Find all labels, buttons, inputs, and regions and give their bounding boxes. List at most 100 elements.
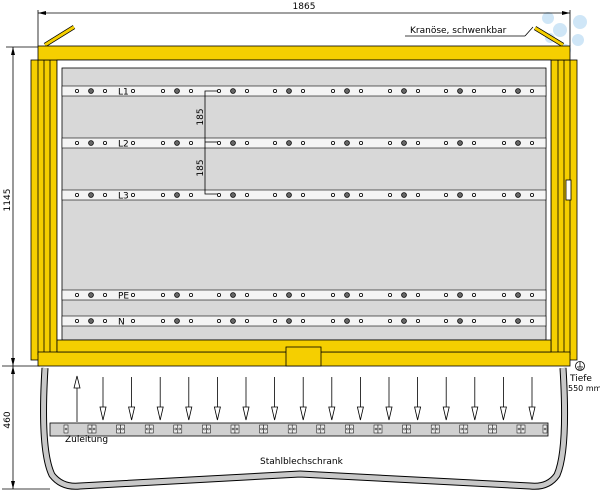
terminal — [177, 424, 183, 434]
mounting-hole — [387, 192, 392, 197]
mounting-hole — [501, 292, 506, 297]
mounting-hole — [330, 292, 335, 297]
mounting-hole — [160, 292, 165, 297]
mounting-hole — [286, 192, 292, 198]
mounting-hole — [401, 140, 407, 146]
rail-l2: L2 — [61, 137, 547, 150]
mounting-hole — [515, 192, 521, 198]
mounting-hole — [387, 318, 392, 323]
mounting-hole — [530, 318, 535, 323]
mounting-hole — [443, 89, 448, 94]
terminal — [434, 424, 440, 434]
terminal — [373, 424, 379, 434]
mounting-hole — [457, 192, 463, 198]
mounting-hole — [216, 192, 221, 197]
depth-value: 550 mm — [568, 384, 600, 393]
rail-n: N — [61, 315, 547, 328]
depth-label: Tiefe — [569, 374, 592, 384]
mounting-hole — [130, 318, 135, 323]
mounting-hole — [188, 192, 193, 197]
terminal — [520, 424, 526, 434]
mounting-hole — [244, 140, 249, 145]
mounting-hole — [75, 192, 80, 197]
mounting-hole — [174, 88, 180, 94]
mounting-hole — [88, 292, 94, 298]
terminal — [116, 424, 121, 434]
mounting-hole — [230, 88, 236, 94]
outgoing-arrow-icon — [185, 377, 193, 421]
mounting-hole — [88, 192, 94, 198]
mounting-hole — [443, 292, 448, 297]
mounting-hole — [501, 192, 506, 197]
mounting-hole — [515, 88, 521, 94]
terminal — [402, 424, 407, 434]
mounting-hole — [272, 192, 277, 197]
mounting-hole — [358, 192, 363, 197]
terminal — [120, 424, 125, 434]
terminal — [345, 424, 350, 434]
mounting-hole — [515, 292, 521, 298]
rail-l3: L3 — [61, 189, 547, 202]
rail-label: PE — [118, 292, 129, 302]
mounting-hole — [358, 292, 363, 297]
mounting-hole — [501, 140, 506, 145]
outgoing-arrow-icon — [499, 377, 507, 421]
cabinet-label: Stahlblechschrank — [260, 457, 344, 467]
rail-pe: PE — [61, 289, 547, 302]
mounting-hole — [330, 318, 335, 323]
mounting-hole — [88, 140, 94, 146]
mounting-hole — [300, 192, 305, 197]
width-value: 1865 — [293, 2, 316, 12]
rail-label: N — [118, 318, 125, 328]
mounting-hole — [88, 88, 94, 94]
mounting-hole — [130, 89, 135, 94]
outgoing-arrow-icon — [414, 377, 422, 421]
mounting-hole — [75, 89, 80, 94]
mounting-hole — [216, 318, 221, 323]
mounting-hole — [244, 318, 249, 323]
terminal — [259, 424, 264, 434]
mounting-hole — [75, 292, 80, 297]
outgoing-arrow-icon — [528, 377, 536, 421]
terminal — [349, 424, 354, 434]
mounting-hole — [344, 318, 350, 324]
mounting-hole — [160, 140, 165, 145]
mounting-hole — [501, 89, 506, 94]
mounting-hole — [471, 140, 476, 145]
mounting-hole — [443, 318, 448, 323]
terminal — [144, 424, 150, 434]
mounting-hole — [75, 318, 80, 323]
rail-label: L1 — [118, 88, 129, 98]
mounting-hole — [103, 318, 108, 323]
outgoing-arrow-icon — [442, 377, 450, 421]
terminal — [377, 424, 383, 434]
terminal — [263, 424, 268, 434]
mounting-hole — [188, 140, 193, 145]
mounting-hole — [387, 292, 392, 297]
mounting-hole — [174, 318, 180, 324]
crane-eye-right — [534, 26, 564, 47]
mounting-hole — [300, 89, 305, 94]
mounting-hole — [230, 318, 236, 324]
mounting-hole — [387, 89, 392, 94]
mounting-hole — [330, 192, 335, 197]
mounting-hole — [272, 140, 277, 145]
terminal — [542, 424, 548, 434]
mounting-hole — [216, 292, 221, 297]
mounting-hole — [272, 292, 277, 297]
mounting-hole — [358, 140, 363, 145]
mounting-hole — [530, 292, 535, 297]
mounting-hole — [457, 140, 463, 146]
terminal — [148, 424, 154, 434]
terminal — [291, 424, 297, 434]
height-upper-value: 1145 — [3, 189, 13, 212]
mounting-hole — [286, 318, 292, 324]
mounting-hole — [130, 140, 135, 145]
mounting-hole — [415, 318, 420, 323]
outgoing-arrow-icon — [156, 377, 164, 421]
mounting-hole — [103, 292, 108, 297]
outgoing-arrow-icon — [242, 377, 250, 421]
terminal — [230, 424, 236, 434]
mounting-hole — [188, 318, 193, 323]
